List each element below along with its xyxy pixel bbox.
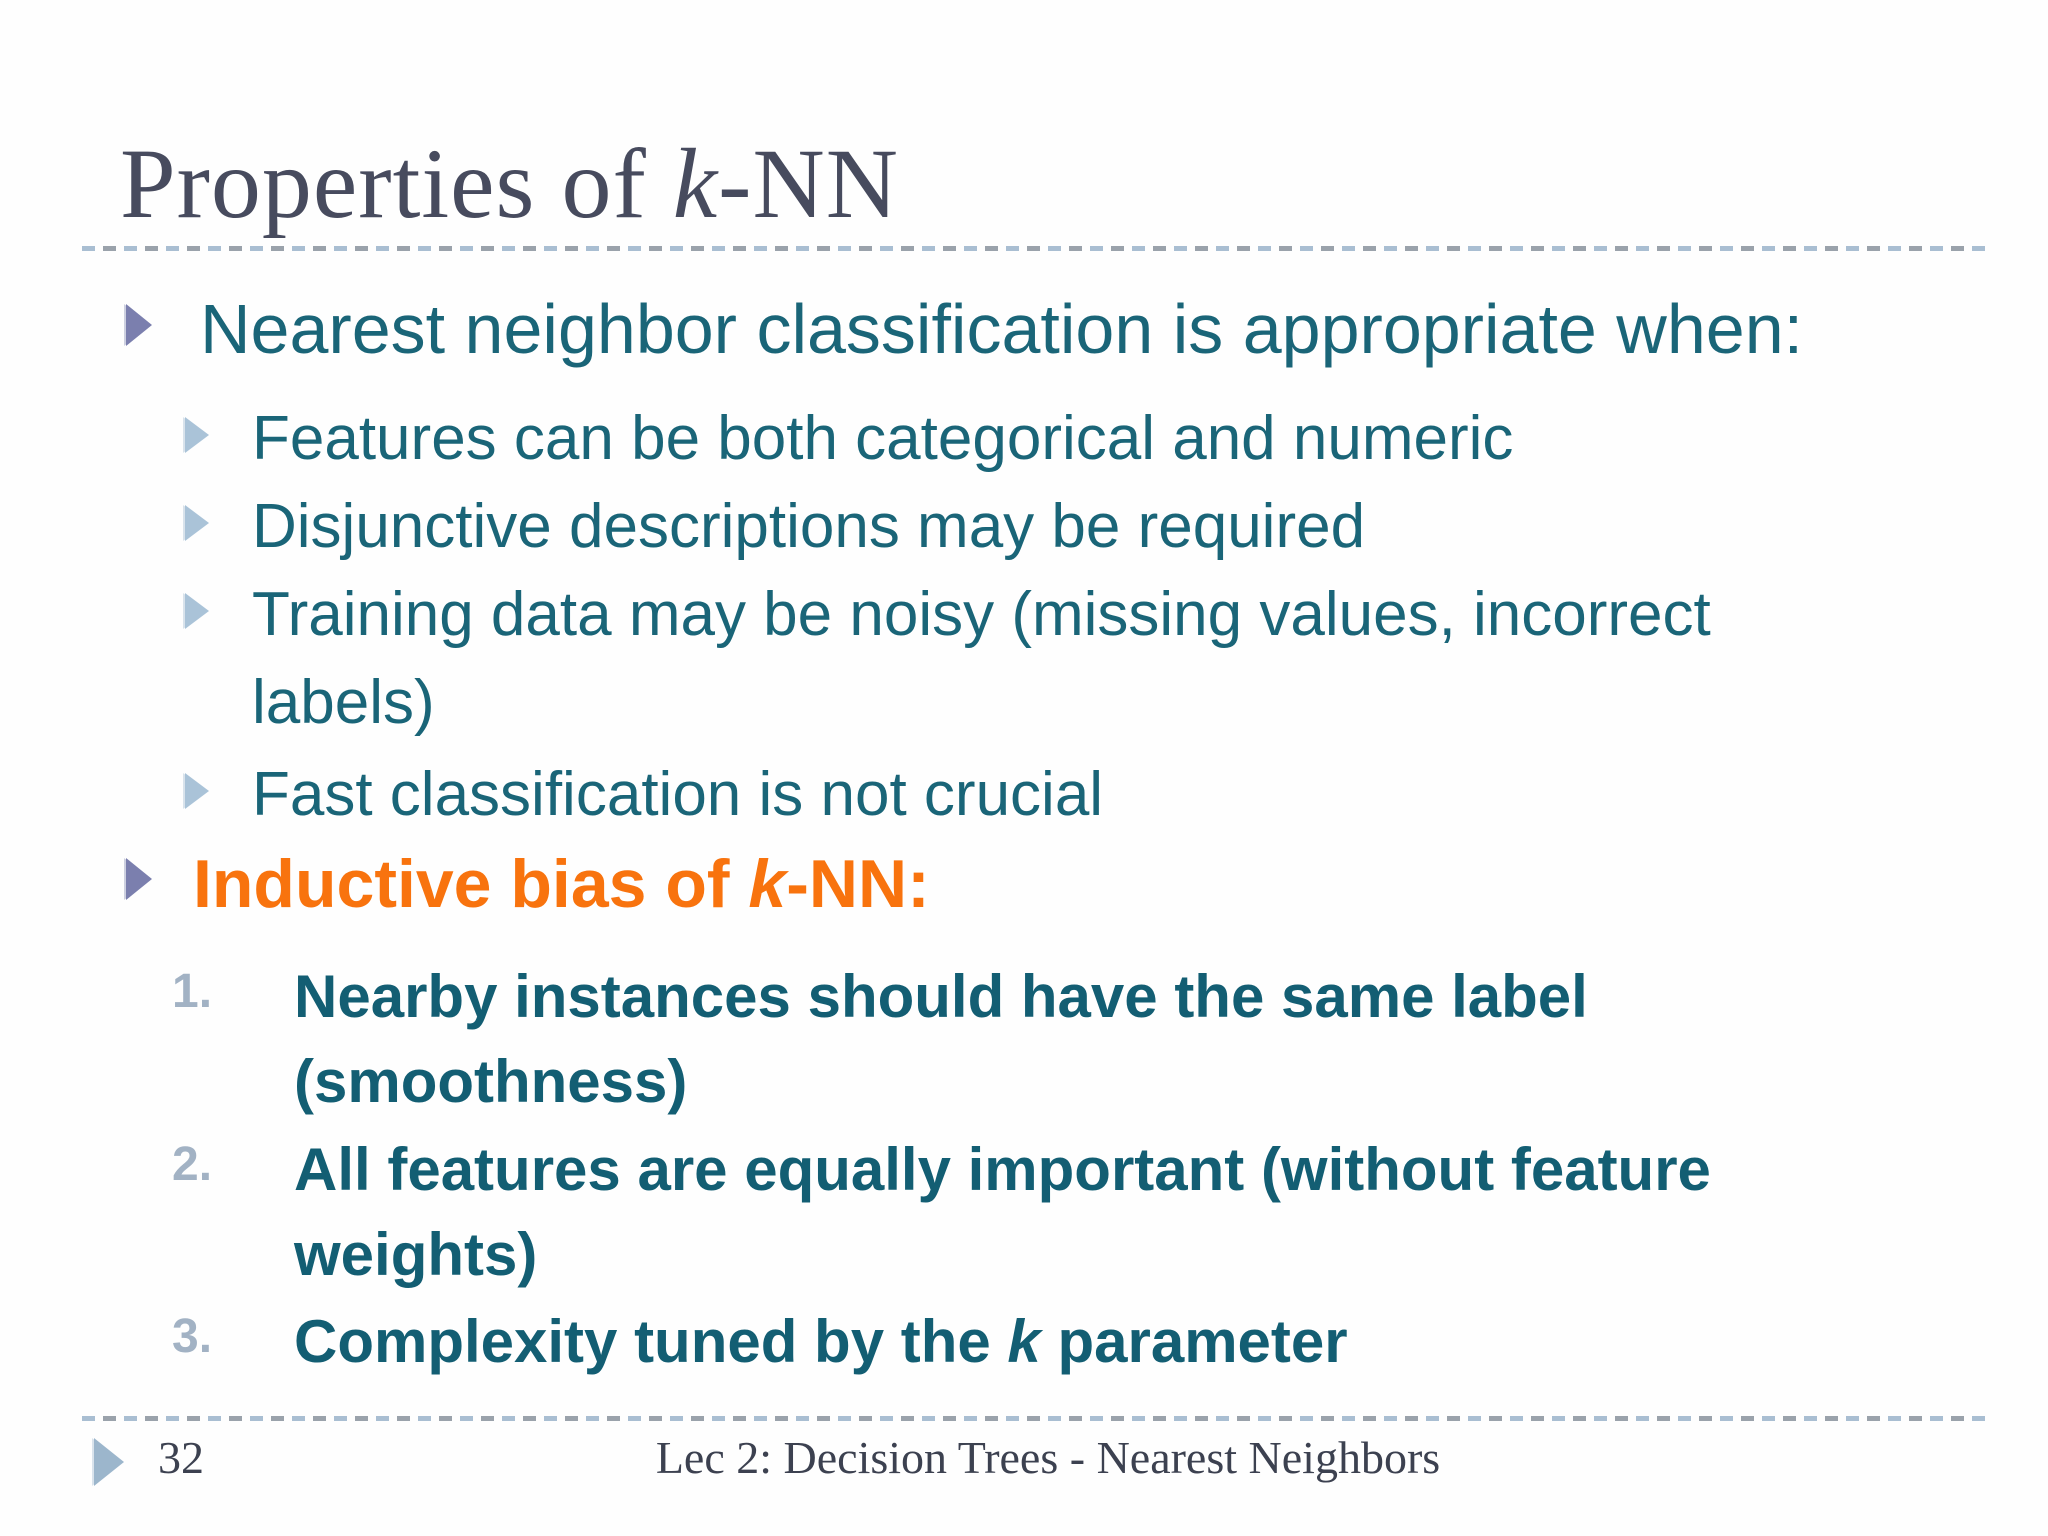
numbered-item-text: All features are equally important (with… <box>294 1136 1711 1289</box>
numbered-item-pre: Complexity tuned by the <box>294 1308 1008 1375</box>
slide-title-pre: Properties of <box>120 128 673 239</box>
bullet-level2-disjunctive: Disjunctive descriptions may be required <box>0 483 2048 571</box>
numbered-item-post: parameter <box>1040 1308 1348 1375</box>
page-number: 32 <box>158 1432 204 1483</box>
triangle-bullet-icon <box>185 773 209 809</box>
bullet-level1-appropriate: Nearest neighbor classification is appro… <box>0 280 2048 379</box>
numbered-item-text: Nearby instances should have the same la… <box>294 963 1588 1116</box>
bullet-level2-text: Disjunctive descriptions may be required <box>252 492 1366 561</box>
title-divider-dashed-line <box>82 246 1988 251</box>
numbered-item-smoothness: 1. Nearby instances should have the same… <box>0 954 2048 1124</box>
triangle-bullet-icon <box>185 505 209 541</box>
triangle-bullet-icon <box>126 858 152 900</box>
triangle-bullet-icon <box>185 593 209 629</box>
bullet-level2-noisy-data: Training data may be noisy (missing valu… <box>0 571 2048 747</box>
inductive-bias-heading: Inductive bias of k-NN: <box>0 836 2048 933</box>
list-number: 3. <box>172 1310 213 1363</box>
numbered-item-text: Complexity tuned by the k parameter <box>294 1299 2048 1384</box>
triangle-bullet-icon <box>185 417 209 453</box>
slide-title-k: k <box>672 128 719 239</box>
bullet-level2-text: Fast classification is not crucial <box>252 760 1104 829</box>
inductive-bias-post: -NN: <box>786 846 930 922</box>
bullet-level1-text: Nearest neighbor classification is appro… <box>200 290 1804 368</box>
triangle-bullet-icon <box>126 304 152 346</box>
list-number: 1. <box>172 965 213 1018</box>
numbered-item-k: k <box>1007 1308 1041 1375</box>
inductive-bias-k: k <box>748 846 787 922</box>
bullet-level2-text: Features can be both categorical and num… <box>252 404 1514 473</box>
footer-lecture-title: Lec 2: Decision Trees - Nearest Neighbor… <box>655 1432 1441 1483</box>
bullet-level2-features: Features can be both categorical and num… <box>0 395 2048 483</box>
bullet-level2-text: Training data may be noisy (missing valu… <box>252 580 1711 738</box>
footer-triangle-icon <box>94 1438 124 1486</box>
inductive-bias-pre: Inductive bias of <box>193 846 749 922</box>
footer-divider-dashed-line <box>82 1416 1988 1421</box>
numbered-item-equal-features: 2. All features are equally important (w… <box>0 1127 2048 1297</box>
list-number: 2. <box>172 1138 213 1191</box>
inductive-bias-text: Inductive bias of k-NN: <box>193 836 2048 933</box>
slide-title: Properties of k-NN <box>120 134 899 234</box>
numbered-item-complexity: 3. Complexity tuned by the k parameter <box>0 1299 2048 1384</box>
slide-title-post: -NN <box>718 128 899 239</box>
bullet-level2-fast-classification: Fast classification is not crucial <box>0 751 2048 839</box>
